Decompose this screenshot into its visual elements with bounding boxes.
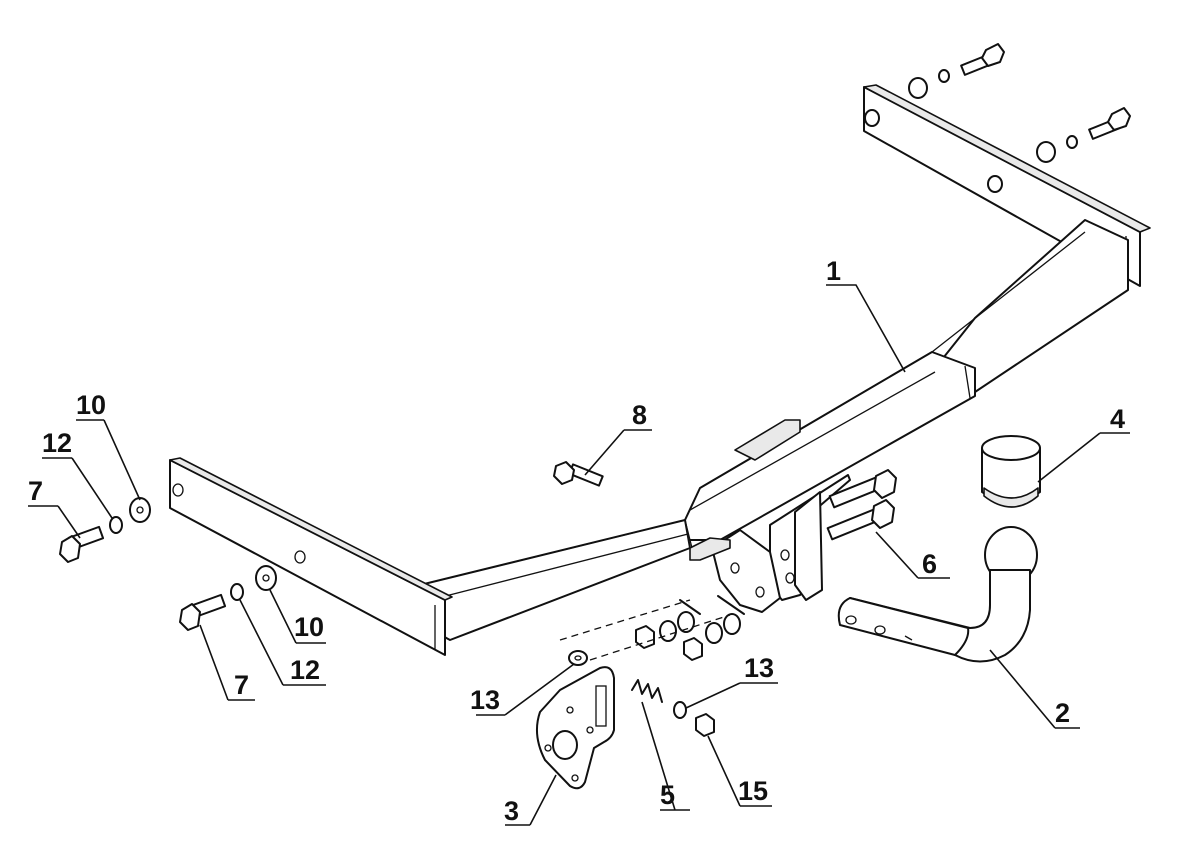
callout-6: 6	[922, 549, 937, 579]
callout-7a: 7	[28, 476, 43, 506]
callout-4: 4	[1110, 404, 1125, 434]
callout-7b: 7	[234, 670, 249, 700]
callout-2: 2	[1055, 698, 1070, 728]
top-right-fasteners	[864, 43, 1131, 193]
callout-5: 5	[660, 780, 675, 810]
nuts-and-washers	[635, 595, 745, 661]
socket-plate	[535, 599, 731, 790]
bolts-6	[826, 469, 897, 541]
crossbar	[169, 84, 1151, 656]
ball-cover-4	[981, 435, 1041, 508]
callout-13a: 13	[470, 685, 500, 715]
callout-12a: 12	[42, 428, 72, 458]
leader-lines	[28, 284, 1130, 826]
callout-8: 8	[632, 400, 647, 430]
callout-3: 3	[504, 796, 519, 826]
left-fasteners	[59, 497, 277, 631]
callout-15: 15	[738, 776, 768, 806]
callout-13b: 13	[744, 653, 774, 683]
towball-neck-2	[837, 526, 1038, 663]
callout-labels: 1 2 3 4 5 6 7 7 8 10 10 12 12 13 13 15	[28, 256, 1125, 826]
bolt-8	[553, 461, 604, 487]
callout-10b: 10	[294, 612, 324, 642]
callout-10a: 10	[76, 390, 106, 420]
callout-1: 1	[826, 256, 841, 286]
spring-5	[631, 679, 715, 737]
callout-12b: 12	[290, 655, 320, 685]
